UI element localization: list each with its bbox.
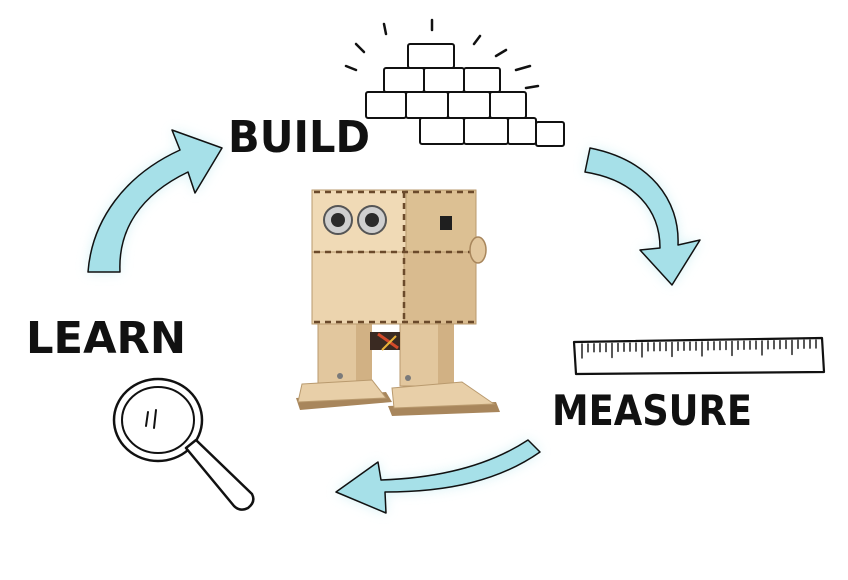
arrow-build-to-measure xyxy=(584,147,701,286)
magnifying-glass-icon xyxy=(112,377,255,511)
brick-wall-icon xyxy=(365,43,565,147)
arrow-learn-to-build xyxy=(87,129,223,273)
arrow-measure-to-learn xyxy=(335,439,541,514)
sparkle-lines xyxy=(344,18,540,90)
wooden-robot-image xyxy=(296,189,500,416)
build-label: BUILD xyxy=(228,112,370,163)
learn-label: LEARN xyxy=(26,313,186,364)
ruler-icon xyxy=(572,336,826,376)
measure-label: MEASURE xyxy=(552,386,752,435)
